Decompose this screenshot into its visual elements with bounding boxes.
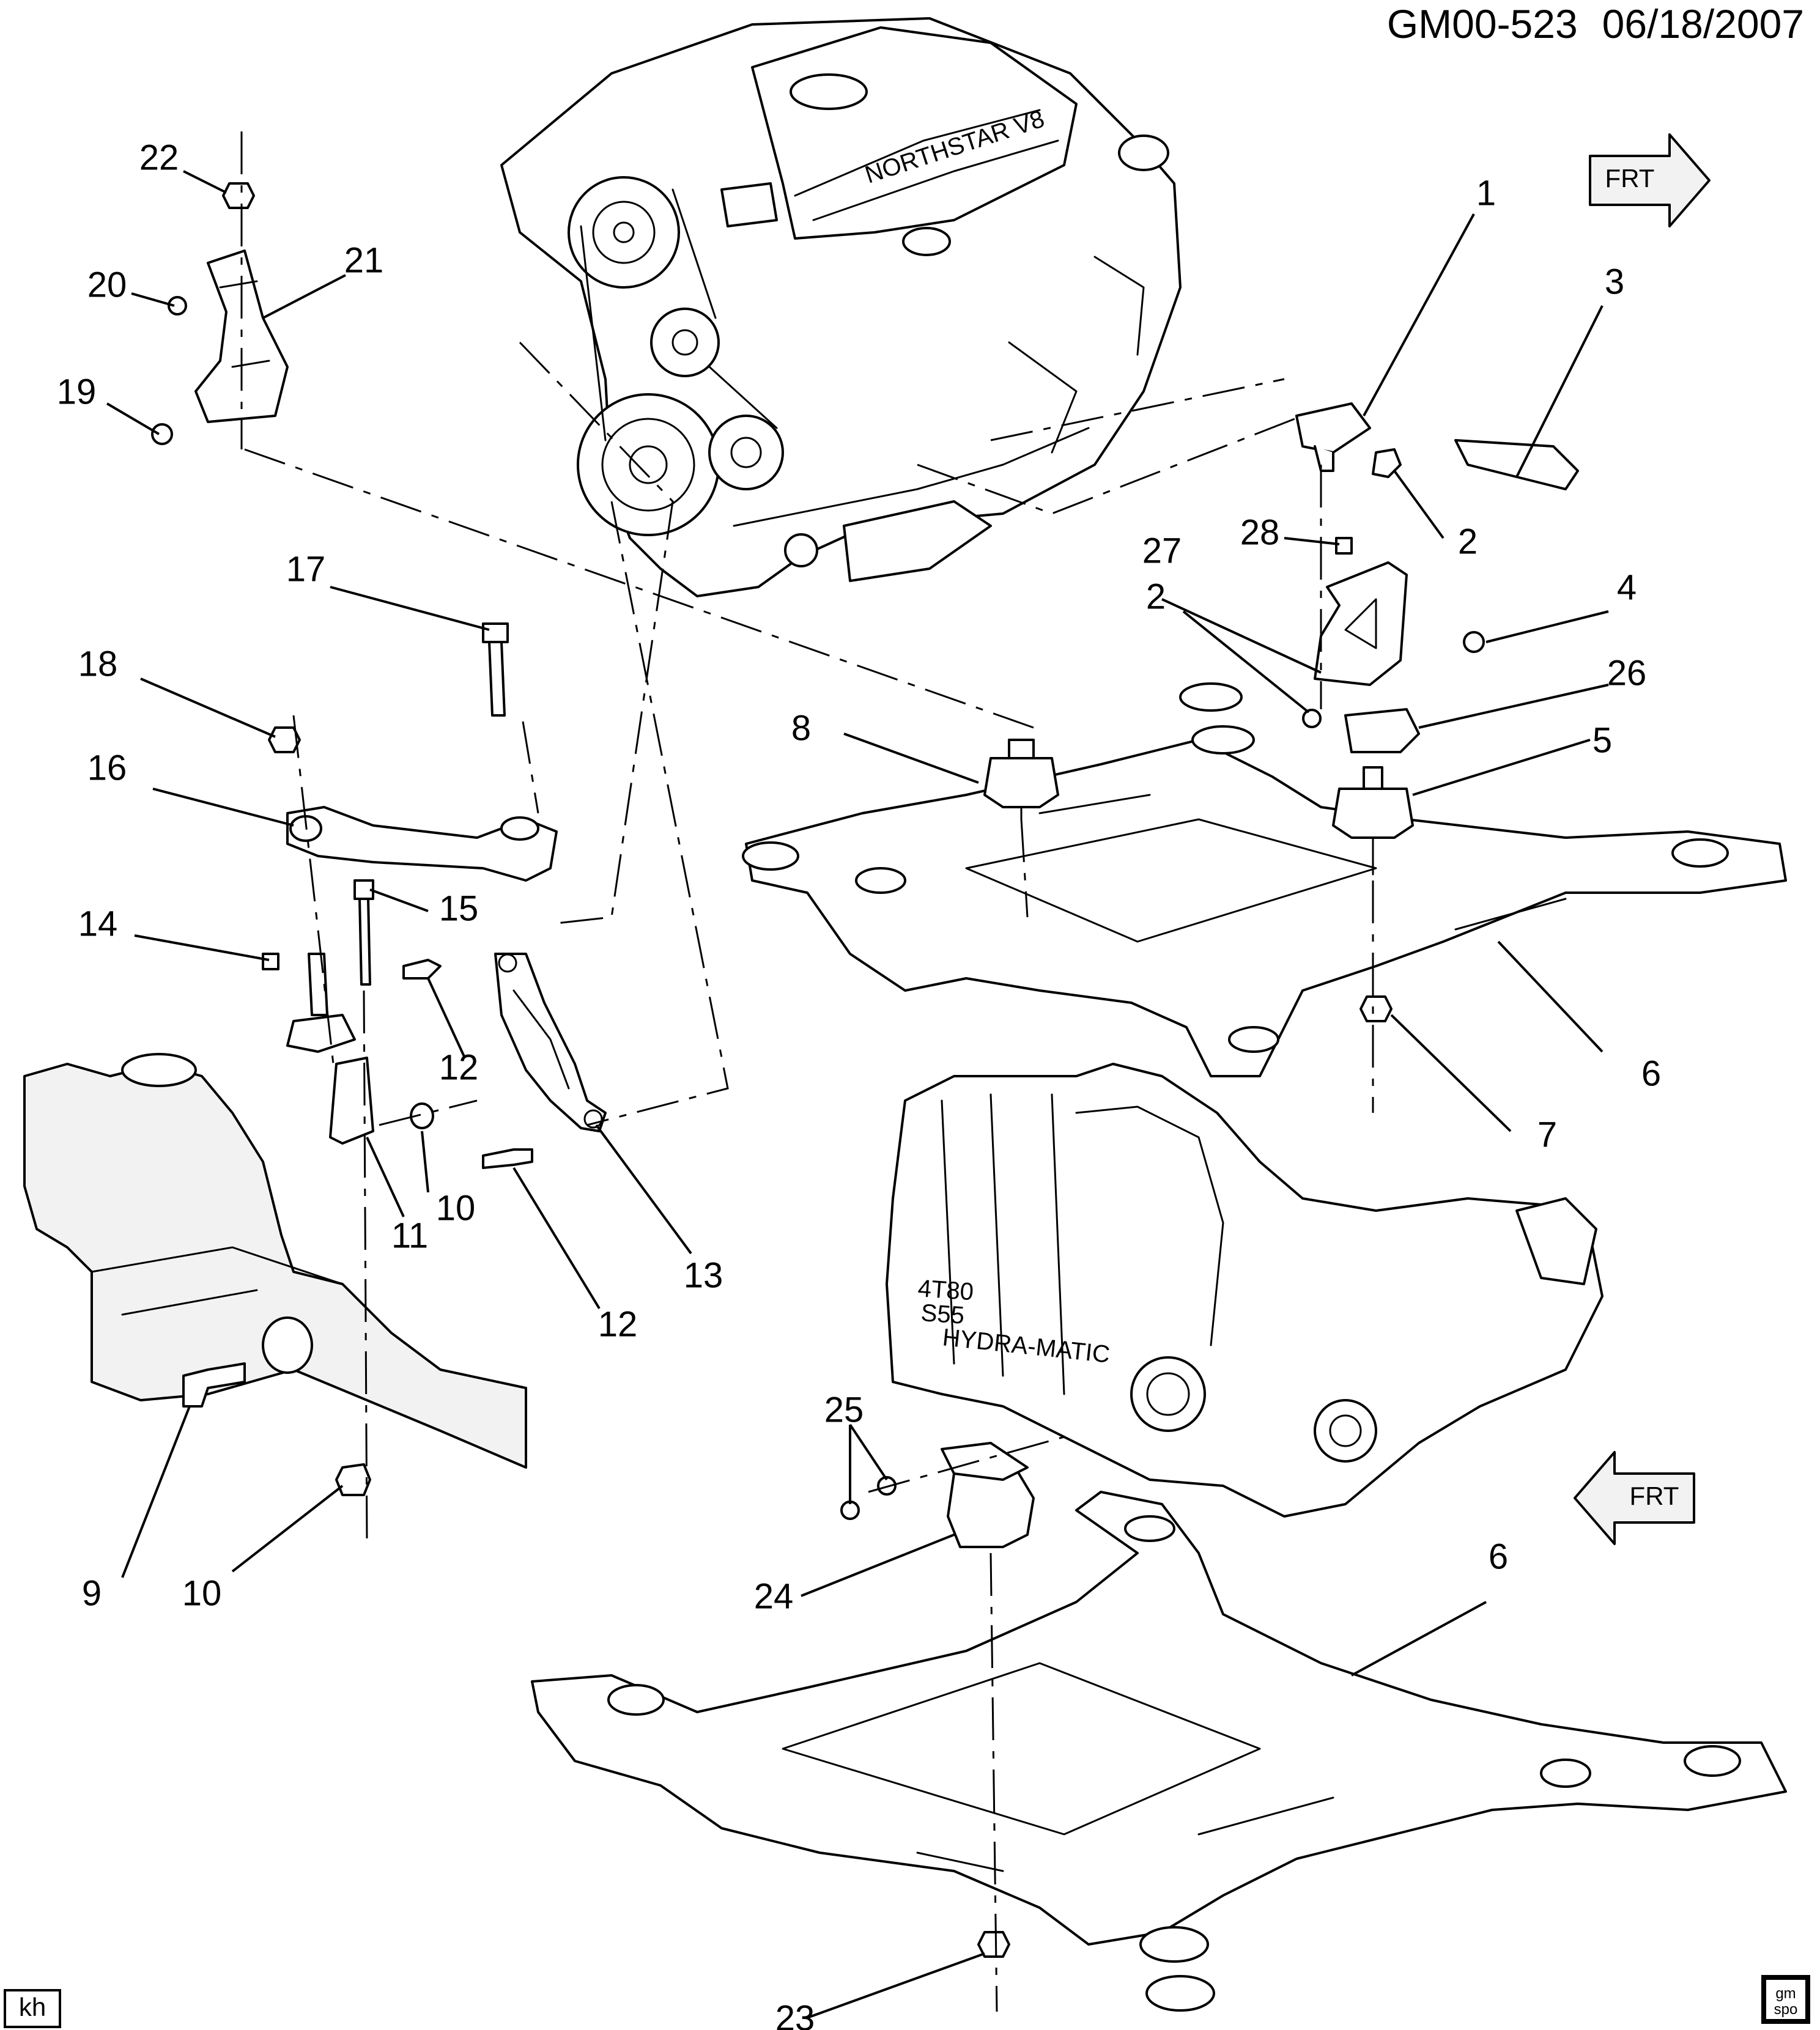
- callout-6-upper: 6: [1641, 1054, 1661, 1093]
- callout-11: 11: [391, 1216, 428, 1255]
- callout-4: 4: [1617, 567, 1637, 607]
- callout-25: 25: [824, 1390, 864, 1430]
- callout-2-upper: 2: [1458, 522, 1478, 561]
- callout-8: 8: [791, 708, 811, 748]
- bolt-19: [151, 423, 173, 445]
- callout-labels: 1 2 2 3 4 5 6 6 7 8 9 10 10 11 12 12 13 …: [57, 138, 1661, 2030]
- bracket-1: [1295, 402, 1371, 472]
- engine-assembly: NORTHSTAR V8: [500, 17, 1182, 597]
- corner-tag: kh: [4, 1989, 61, 2028]
- nut-2-lower: [1302, 709, 1322, 728]
- bolt-20: [168, 296, 187, 316]
- nut-22: [222, 182, 255, 209]
- nut-18: [268, 726, 301, 753]
- strut-rod-3: [1454, 439, 1579, 490]
- callout-9: 9: [82, 1573, 102, 1613]
- svg-text:FRT: FRT: [1605, 164, 1655, 193]
- callout-14: 14: [78, 904, 118, 943]
- transmission-model-bottom: S55: [920, 1299, 965, 1329]
- bolt-28: [1335, 537, 1353, 555]
- callout-22: 22: [139, 138, 179, 177]
- leader-lines: [106, 170, 1609, 2019]
- callout-12-lower: 12: [598, 1304, 638, 1344]
- nut-10-lower: [335, 1463, 371, 1496]
- transmission-assembly: 4T80 S55 HYDRA-MATIC: [886, 1063, 1604, 1518]
- nut-7: [1359, 995, 1393, 1022]
- engine-mount-8: [983, 739, 1059, 821]
- callout-24: 24: [754, 1576, 794, 1616]
- engine-bracket-13: [494, 953, 607, 1132]
- callout-12-upper: 12: [439, 1047, 479, 1087]
- callout-17: 17: [286, 549, 326, 589]
- engine-mount-5: [1332, 766, 1414, 876]
- frame-cradle-upper: [742, 682, 1787, 1077]
- nut-23: [977, 1931, 1010, 1958]
- bolt-25-lower: [840, 1500, 860, 1520]
- callout-26: 26: [1607, 653, 1647, 693]
- svg-text:gm: gm: [1775, 1985, 1796, 2002]
- front-arrow-top: FRT: [1589, 133, 1711, 227]
- body-side-rail: [23, 1053, 527, 1469]
- bolt-15: [353, 879, 374, 986]
- callout-10-upper: 10: [436, 1188, 476, 1228]
- bolt-12-upper: [402, 959, 442, 980]
- callout-21: 21: [344, 240, 384, 280]
- callout-2-lower: 2: [1146, 577, 1166, 616]
- callout-16: 16: [87, 748, 127, 788]
- svg-text:spo: spo: [1774, 2001, 1798, 2018]
- callout-10-lower: 10: [182, 1573, 222, 1613]
- centerlines: [240, 131, 1374, 2012]
- bracket-27: [1314, 561, 1408, 686]
- svg-text:kh: kh: [19, 1993, 46, 2021]
- callout-27: 27: [1142, 531, 1182, 570]
- bolt-14: [262, 953, 279, 970]
- bolt-12-lower: [482, 1148, 533, 1169]
- bracket-11: [329, 1057, 374, 1145]
- callout-1: 1: [1476, 173, 1496, 213]
- heat-shield-26: [1344, 708, 1420, 753]
- bolt-9: [182, 1362, 246, 1408]
- callout-6-lower: 6: [1489, 1537, 1508, 1576]
- bolt-17: [482, 622, 509, 717]
- transmission-model-top: 4T80: [917, 1275, 974, 1305]
- stud-mount-left: [286, 953, 356, 1053]
- callout-7: 7: [1537, 1115, 1557, 1154]
- bolt-25-upper: [877, 1476, 897, 1496]
- bolt-4: [1463, 631, 1485, 653]
- callout-20: 20: [87, 265, 127, 304]
- callout-13: 13: [684, 1255, 723, 1295]
- callout-23: 23: [775, 1998, 815, 2030]
- torque-strut-16: [286, 806, 558, 882]
- frame-cradle-lower: [531, 1491, 1787, 2012]
- callout-3: 3: [1605, 262, 1624, 301]
- callout-15: 15: [439, 888, 479, 928]
- gm-spo-logo: gm spo: [1761, 1975, 1810, 2024]
- svg-text:FRT: FRT: [1630, 1482, 1679, 1510]
- front-arrow-bottom: FRT: [1574, 1451, 1695, 1545]
- callout-18: 18: [78, 644, 118, 684]
- callout-5: 5: [1592, 720, 1612, 760]
- callout-28: 28: [1240, 512, 1280, 552]
- transmission-mount-24: [941, 1442, 1035, 1548]
- callout-19: 19: [57, 372, 97, 412]
- washer-10-upper: [410, 1102, 434, 1129]
